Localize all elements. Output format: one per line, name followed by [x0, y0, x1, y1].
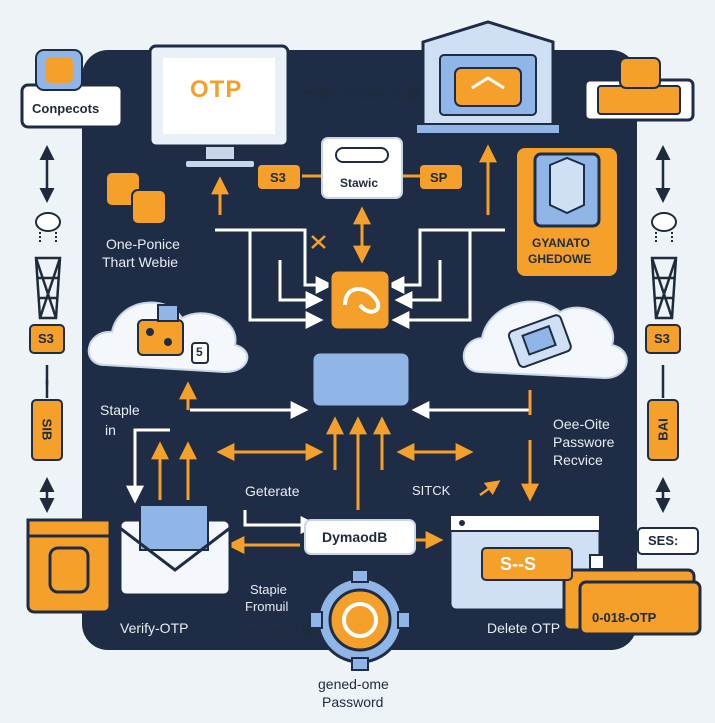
one-ponice-label: One-Ponice	[106, 236, 180, 252]
thart-webie-label: Thart Webie	[102, 254, 178, 270]
one-ponice-icons	[105, 171, 167, 225]
stawic-card-shape	[321, 137, 403, 199]
password-label: Password	[322, 694, 384, 710]
gateway-building	[415, 20, 561, 135]
staple-label: Staple	[100, 402, 140, 418]
envelope	[118, 504, 232, 597]
right-cloud-device	[507, 314, 572, 368]
left-cloud-icon	[35, 212, 61, 242]
sp-badge-shape	[420, 165, 462, 189]
s3-badge-label: S3	[270, 170, 286, 185]
right-tower-icon	[650, 256, 678, 320]
stapie-label: Stapie	[250, 582, 287, 597]
five-label: 5	[196, 345, 203, 359]
bai-side-label: BAI	[655, 418, 671, 441]
center-blue-module	[310, 350, 412, 409]
ses-label: SES:	[648, 533, 679, 548]
fromuil-label: Fromuil	[245, 599, 289, 614]
s3-side-right-label: S3	[654, 331, 670, 346]
left-cloud-device	[137, 304, 209, 364]
sitck-label: SITCK	[412, 483, 451, 498]
recvice-label: Recvice	[553, 452, 603, 468]
left-tower-icon	[34, 256, 62, 320]
verify-otp-label: Verify-OTP	[120, 620, 189, 636]
white-connectors	[126, 228, 530, 534]
s3-side-left-label: S3	[38, 331, 54, 346]
geterate-label: Geterate	[245, 483, 300, 499]
otp-card-label: 0-018-OTP	[592, 610, 657, 625]
center-orange-module	[328, 268, 392, 332]
monitor	[148, 44, 290, 169]
ghedowe-label: GHEDOWE	[528, 252, 592, 266]
gear	[309, 569, 411, 671]
sp-badge-label: SP	[430, 170, 448, 185]
s3-badge-shape	[258, 165, 300, 189]
gyanato-label: GYANATO	[532, 236, 590, 250]
stawic-label: Stawic	[340, 176, 379, 190]
api-gateway-label: API iGagwicte	[320, 86, 402, 101]
otp-monitor-label: OTP	[190, 76, 243, 103]
components-label: Conpecots	[32, 101, 100, 116]
gened-ome-label: gened-ome	[318, 676, 389, 692]
otp-cards	[562, 568, 702, 636]
side-arrows	[39, 85, 671, 638]
top-right-card	[583, 57, 695, 122]
oee-oite-label: Oee-Oite	[553, 416, 610, 432]
sib-side-label: SIB	[39, 418, 55, 441]
components-card	[20, 49, 124, 129]
s-s-label: S--S	[500, 554, 536, 574]
gyanato-module	[517, 148, 617, 276]
in-label: in	[105, 422, 116, 438]
passwore-label: Passwore	[553, 434, 615, 450]
dynamodb-label: DymaodB	[322, 529, 388, 545]
left-orange-box	[26, 518, 112, 614]
delete-otp-label: Delete OTP	[487, 620, 561, 636]
right-cloud-icon	[651, 212, 677, 242]
